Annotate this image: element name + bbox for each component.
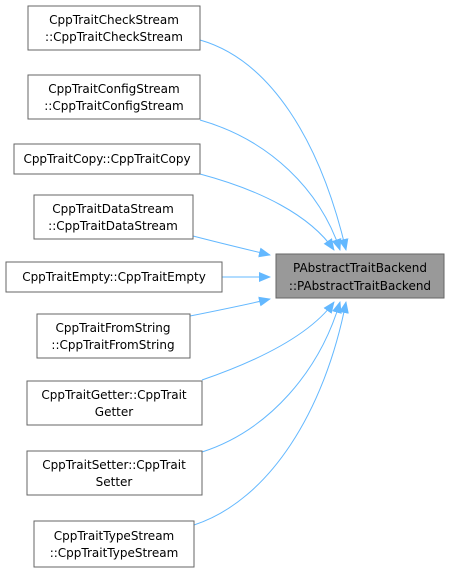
node-getter[interactable]: CppTraitGetter::CppTrait Getter [26, 380, 203, 426]
node-fromstring[interactable]: CppTraitFromString ::CppTraitFromString [36, 313, 191, 359]
node-empty[interactable]: CppTraitEmpty::CppTraitEmpty [5, 261, 223, 293]
node-datastream[interactable]: CppTraitDataStream ::CppTraitDataStream [33, 194, 194, 240]
node-configstream-line-2: ::CppTraitConfigStream [44, 99, 184, 113]
edge-checkstream [199, 39, 349, 251]
node-target-line-2: ::PAbstractTraitBackend [289, 279, 431, 293]
edge-configstream [199, 119, 342, 251]
edges [189, 39, 349, 526]
edge-fromstring [189, 296, 271, 317]
node-fromstring-line-1: CppTraitFromString [55, 321, 170, 335]
node-fromstring-line-2: ::CppTraitFromString [51, 338, 174, 352]
edge-datastream [192, 235, 271, 258]
edge-setter [201, 301, 342, 453]
node-typestream[interactable]: CppTraitTypeStream ::CppTraitTypeStream [33, 520, 195, 568]
node-copy-line-1: CppTraitCopy::CppTraitCopy [23, 152, 190, 166]
node-getter-line-1: CppTraitGetter::CppTrait [41, 388, 187, 402]
node-typestream-line-1: CppTraitTypeStream [54, 529, 175, 543]
node-datastream-line-1: CppTraitDataStream [52, 202, 174, 216]
node-target-line-1: PAbstractTraitBackend [293, 261, 427, 275]
node-typestream-line-2: ::CppTraitTypeStream [50, 546, 179, 560]
node-copy[interactable]: CppTraitCopy::CppTraitCopy [13, 143, 201, 175]
node-checkstream[interactable]: CppTraitCheckStream ::CppTraitCheckStrea… [27, 5, 201, 51]
node-setter-line-1: CppTraitSetter::CppTrait [42, 458, 186, 472]
node-target[interactable]: PAbstractTraitBackend ::PAbstractTraitBa… [275, 253, 445, 299]
node-empty-line-1: CppTraitEmpty::CppTraitEmpty [22, 270, 206, 284]
node-setter-line-2: Setter [96, 475, 133, 489]
node-checkstream-line-1: CppTraitCheckStream [49, 13, 179, 27]
edge-copy [199, 173, 335, 251]
edge-getter [201, 301, 335, 381]
node-configstream-line-1: CppTraitConfigStream [48, 82, 179, 96]
node-checkstream-line-2: ::CppTraitCheckStream [45, 30, 183, 44]
node-configstream[interactable]: CppTraitConfigStream ::CppTraitConfigStr… [27, 74, 201, 120]
node-getter-line-2: Getter [95, 405, 133, 419]
node-setter[interactable]: CppTraitSetter::CppTrait Setter [26, 450, 203, 496]
node-datastream-line-2: ::CppTraitDataStream [48, 219, 178, 233]
edge-typestream [193, 301, 349, 526]
